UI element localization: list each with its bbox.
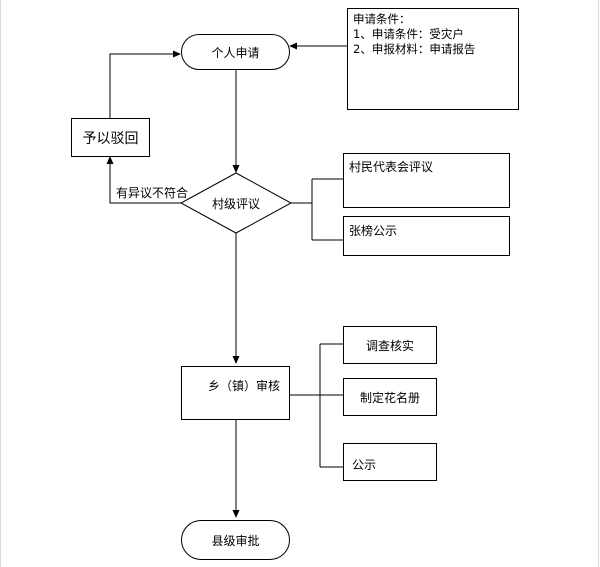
application-note-title: 申请条件：: [353, 12, 411, 26]
application-note-line1: 1、申请条件：受灾户: [353, 27, 464, 41]
apply-node-label: 个人申请: [211, 45, 260, 60]
county-approval-label: 县级审批: [211, 533, 260, 548]
application-note-line2: 2、申报材料：申请报告: [353, 42, 476, 56]
village-representatives-box: 村民代表会评议: [343, 153, 510, 208]
township-roster-label: 制定花名册: [359, 390, 420, 405]
village-review-label: 村级评议: [211, 196, 260, 211]
village-posting-label: 张榜公示: [349, 224, 398, 238]
objection-edge-label: 有异议不符合: [116, 186, 189, 200]
village-posting-box: 张榜公示: [343, 216, 510, 256]
application-note-box: 申请条件： 1、申请条件：受灾户 2、申报材料：申请报告: [347, 8, 519, 110]
township-review-label: 乡（镇）审核: [208, 379, 281, 393]
township-review-node: 乡（镇）审核: [181, 366, 290, 420]
village-representatives-label: 村民代表会评议: [349, 160, 434, 174]
arrow-reject-to-apply: [109, 50, 181, 118]
reject-node-label: 予以驳回: [82, 130, 139, 147]
township-roster-box: 制定花名册: [343, 378, 437, 416]
township-investigate-box: 调查核实: [343, 326, 437, 364]
village-review-diamond: [179, 172, 293, 234]
reject-node: 予以驳回: [71, 118, 150, 157]
township-publicize-box: 公示: [343, 443, 437, 481]
township-investigate-label: 调查核实: [365, 338, 414, 353]
county-approval-node: 县级审批: [181, 520, 290, 560]
township-publicize-label: 公示: [352, 458, 377, 472]
apply-node: 个人申请: [181, 34, 290, 70]
line-objection-to-reject: [106, 156, 181, 204]
